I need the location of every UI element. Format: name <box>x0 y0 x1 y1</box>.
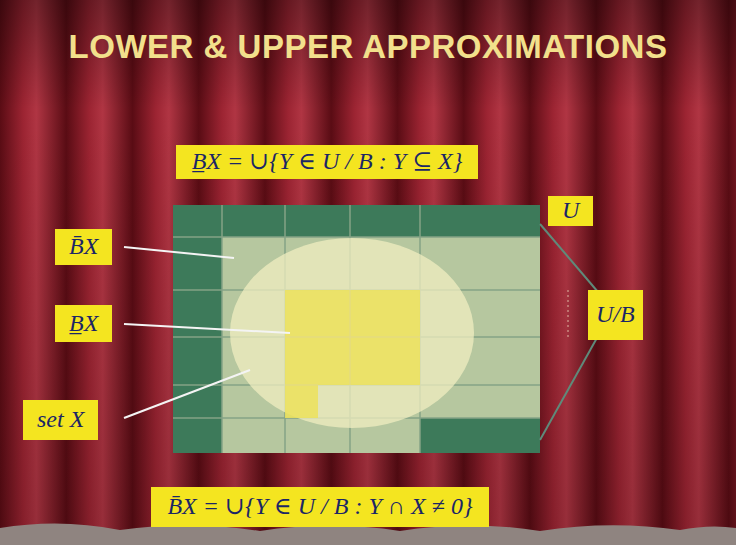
label-text: U/B <box>596 301 635 329</box>
label-text: U <box>562 197 579 225</box>
label-text: B̄X = ∪{Y ∈ U / B : Y ∩ X ≠ 0} <box>167 493 472 521</box>
formula-box: B̲X = ∪{Y ∈ U / B : Y ⊆ X} <box>176 145 479 179</box>
lower-approximation <box>285 290 420 418</box>
lower-grid <box>285 290 420 385</box>
label-text: B̲X = ∪{Y ∈ U / B : Y ⊆ X} <box>192 148 463 176</box>
label-text: set X <box>37 406 84 434</box>
label-box: U/B <box>588 290 643 340</box>
set-ellipse <box>230 238 474 428</box>
label-text: B̲X <box>69 310 98 338</box>
label-box: U <box>548 196 593 226</box>
upper-approximation <box>222 237 540 453</box>
label-box: set X <box>23 400 98 440</box>
label-box: B̄X <box>55 229 112 265</box>
formula-box: B̄X = ∪{Y ∈ U / B : Y ∩ X ≠ 0} <box>151 487 488 527</box>
label-text: B̄X <box>69 233 98 261</box>
leader-lines <box>124 247 290 418</box>
label-box: B̲X <box>55 305 112 342</box>
slide-title: LOWER & UPPER APPROXIMATIONS <box>3 28 733 66</box>
dotted-mark <box>567 290 569 340</box>
